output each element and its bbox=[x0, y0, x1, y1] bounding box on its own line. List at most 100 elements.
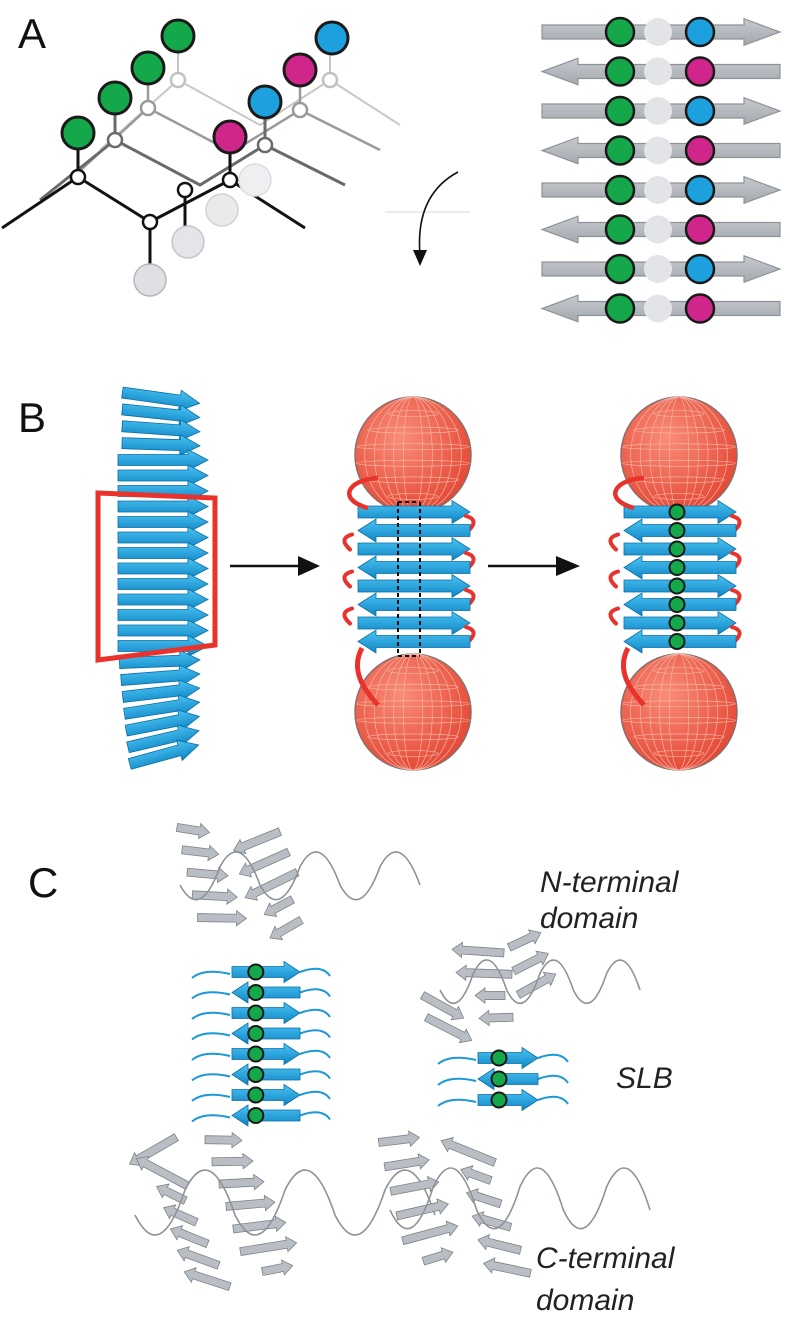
structure-right bbox=[377, 929, 651, 1278]
hidden-side-chain bbox=[644, 136, 672, 165]
sphere-latitude bbox=[356, 716, 470, 724]
beta-sheet-zigzag bbox=[1, 18, 401, 297]
grey-strand bbox=[401, 1220, 459, 1246]
blue-side-chain bbox=[684, 16, 716, 48]
grey-strand bbox=[169, 1225, 210, 1249]
model-loop bbox=[608, 569, 620, 589]
magenta-side-chain bbox=[684, 135, 716, 166]
grey-strand bbox=[183, 1267, 232, 1292]
blue-loop bbox=[299, 1049, 331, 1059]
magenta-side-chain bbox=[684, 214, 716, 245]
sphere-latitude bbox=[633, 733, 725, 741]
green-side-chain bbox=[668, 559, 686, 576]
grey-loop bbox=[179, 851, 421, 901]
grey-loop bbox=[389, 1167, 651, 1230]
blue-loop bbox=[437, 1056, 477, 1065]
grey-strand-arrow bbox=[135, 1155, 191, 1190]
magenta-side-chain bbox=[684, 56, 716, 87]
grey-strand-arrow bbox=[451, 941, 505, 959]
slb-strand-arrow bbox=[477, 1046, 539, 1070]
grey-strand bbox=[451, 941, 505, 959]
sphere-latitude bbox=[367, 426, 459, 434]
grey-strand bbox=[218, 1173, 265, 1191]
blue-loop bbox=[191, 1032, 231, 1041]
grey-strand-arrow bbox=[465, 1187, 503, 1209]
blue-loop bbox=[191, 970, 231, 979]
grey-strand bbox=[186, 866, 229, 884]
grey-strand bbox=[389, 1175, 440, 1196]
sphere-latitude bbox=[356, 459, 470, 467]
green-side-chain bbox=[668, 540, 686, 558]
sphere-latitude bbox=[622, 716, 736, 724]
grey-strand-arrow bbox=[477, 1234, 522, 1255]
grey-strand bbox=[419, 991, 465, 1021]
linker-bottom bbox=[355, 646, 380, 707]
process-arrow-1 bbox=[230, 556, 320, 576]
slb-strand-arrow bbox=[231, 981, 301, 1004]
grey-strand-arrow bbox=[419, 991, 465, 1021]
sphere-latitude bbox=[653, 493, 705, 500]
green-side-chain bbox=[490, 1070, 508, 1088]
strand-schematic bbox=[540, 16, 782, 324]
column-strand-arrow bbox=[117, 526, 209, 549]
structure-left bbox=[129, 822, 436, 1292]
green-side-chain bbox=[247, 1045, 265, 1063]
grey-strand-arrow bbox=[478, 1009, 514, 1027]
blue-loop bbox=[537, 1095, 569, 1105]
grey-strand bbox=[269, 915, 304, 941]
linker-top bbox=[347, 475, 379, 511]
green-side-chain bbox=[247, 963, 265, 981]
label-n-terminal: N-terminal bbox=[540, 866, 680, 899]
column-strand bbox=[117, 495, 209, 518]
grey-strand-arrow bbox=[471, 1210, 513, 1232]
grey-strand bbox=[395, 1198, 449, 1221]
green-side-chain bbox=[247, 1004, 265, 1022]
grey-strand-arrow bbox=[511, 950, 549, 976]
hidden-side-chain bbox=[644, 215, 672, 244]
grey-strand-arrow bbox=[269, 915, 304, 941]
cap-sphere bbox=[354, 653, 472, 771]
panel-a-letter: A bbox=[18, 10, 46, 57]
green-side-chain bbox=[668, 633, 686, 650]
sphere-latitude bbox=[653, 667, 705, 674]
grey-strand bbox=[465, 1187, 503, 1209]
selection-frame bbox=[95, 490, 218, 663]
grey-strand bbox=[440, 1136, 497, 1167]
sphere-latitude bbox=[367, 683, 459, 691]
column-strand-arrow bbox=[117, 448, 209, 472]
grey-strand-arrow bbox=[218, 1173, 265, 1191]
capped-model-dots bbox=[608, 396, 742, 771]
label-c-terminal-domain: domain bbox=[536, 1284, 634, 1317]
grey-strand-arrow bbox=[176, 1245, 221, 1270]
grey-strand bbox=[162, 1204, 199, 1227]
green-side-chain bbox=[604, 56, 636, 87]
grey-loop bbox=[439, 959, 641, 1004]
grey-strand bbox=[238, 847, 291, 878]
panel-b-letter: B bbox=[18, 394, 46, 441]
linker-top bbox=[613, 475, 645, 511]
sphere-latitude bbox=[622, 459, 736, 467]
model-loop bbox=[342, 569, 354, 589]
sphere-latitude bbox=[633, 426, 725, 434]
grey-strand-arrow bbox=[401, 1220, 459, 1246]
green-side-chain bbox=[668, 596, 686, 613]
column-strand-arrow bbox=[117, 464, 209, 487]
blue-loop bbox=[299, 967, 331, 977]
blue-loop bbox=[191, 1073, 231, 1082]
blue-loop bbox=[299, 1090, 331, 1100]
grey-strand bbox=[421, 1247, 454, 1266]
grey-strand-arrow bbox=[421, 1247, 454, 1266]
green-side-chain bbox=[604, 293, 636, 324]
grey-strand-arrow bbox=[455, 964, 513, 982]
panel-b: B bbox=[18, 386, 742, 771]
column-strand-arrow bbox=[117, 541, 209, 565]
slb-strand-arrow bbox=[477, 1088, 539, 1112]
sphere-latitude bbox=[356, 443, 470, 451]
sphere-latitude bbox=[622, 443, 736, 451]
linker-bottom bbox=[621, 646, 646, 707]
blue-loop bbox=[537, 1053, 569, 1063]
blue-side-chain bbox=[684, 95, 716, 127]
magenta-side-chain bbox=[684, 293, 716, 324]
grey-strand bbox=[197, 909, 248, 927]
